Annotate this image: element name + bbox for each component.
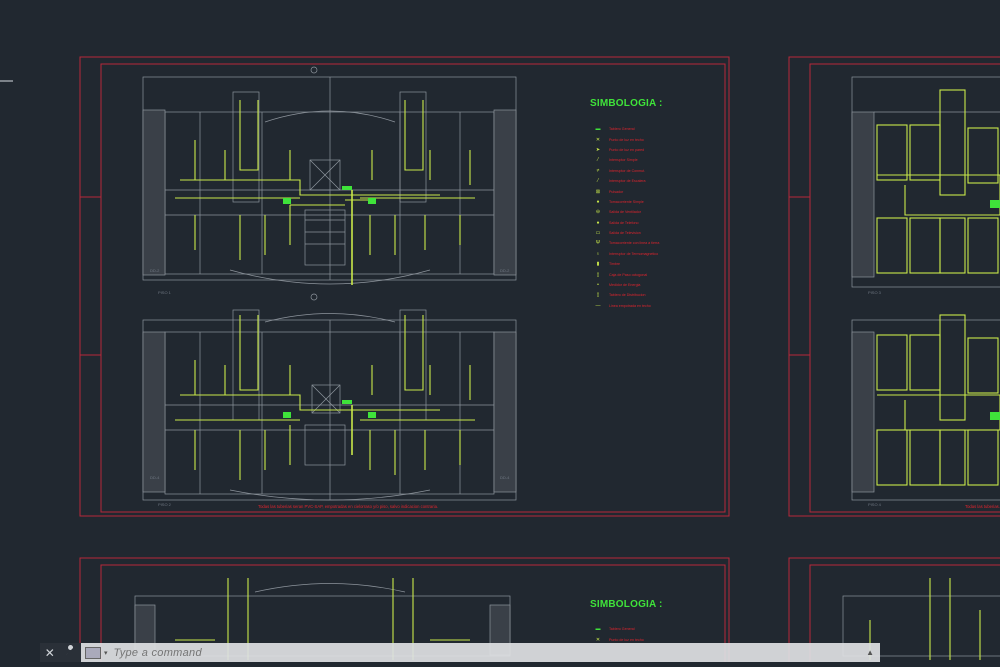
legend-item: ●Tomacorriente Simple bbox=[593, 197, 659, 207]
wiring-3 bbox=[876, 89, 1000, 486]
meter-icon: • bbox=[597, 282, 599, 289]
room-tag: DD-4 bbox=[150, 475, 160, 480]
command-line-tools: ✕ bbox=[40, 643, 81, 662]
legend-item: ▯Tablero de Distribucion bbox=[593, 290, 659, 300]
fan-outlet-icon: ⊖ bbox=[595, 209, 601, 216]
legend-list: ▬Tablero General ✕Punto de luz en techo … bbox=[593, 124, 660, 311]
switch-icon: ⁄ bbox=[597, 157, 599, 164]
legend-title: SIMBOLOGIA : bbox=[590, 98, 663, 109]
switch-double-icon: ≠ bbox=[596, 167, 600, 174]
legend-list: ▬Tablero General ✕Punto de luz en techo bbox=[593, 624, 644, 645]
room-tag: DD-2 bbox=[500, 268, 510, 273]
legend-item: ▬Tablero General bbox=[593, 124, 659, 134]
command-line: ✕ ▾ ▲ bbox=[40, 643, 880, 662]
command-input[interactable] bbox=[111, 645, 816, 660]
sheet-note: Todas las tuberias... bbox=[965, 504, 1000, 509]
legend-item: ▬Tablero General bbox=[593, 624, 644, 634]
legend-item: ▭Salida de Television bbox=[593, 228, 659, 238]
plan-label: PISO 2 bbox=[158, 502, 171, 507]
junction-box-icon: ▯ bbox=[596, 271, 600, 278]
tv-outlet-icon: ▭ bbox=[595, 230, 601, 237]
ceiling-light-icon: ✕ bbox=[595, 136, 601, 143]
ceiling-line-icon: — bbox=[595, 302, 601, 309]
pushbutton-icon: ⊠ bbox=[595, 188, 601, 195]
panel-icon: ▬ bbox=[595, 626, 601, 633]
wrench-icon[interactable] bbox=[64, 645, 76, 660]
legend-item: ⁄Interruptor de Escalera bbox=[593, 176, 659, 186]
legend-item: •Medidor de Energia bbox=[593, 280, 659, 290]
legend-item: ●Salida de Telefono bbox=[593, 218, 659, 228]
plan-label: PISO 1 bbox=[158, 290, 171, 295]
command-input-wrapper: ▾ ▲ bbox=[81, 643, 880, 662]
legend-title: SIMBOLOGIA : bbox=[590, 599, 663, 610]
room-tag: DD-2 bbox=[150, 268, 160, 273]
command-history-icon[interactable] bbox=[85, 646, 101, 659]
wiring-1 bbox=[175, 100, 475, 285]
legend-item: ▮Timbre bbox=[593, 259, 659, 269]
floor-plan-2 bbox=[142, 309, 517, 501]
close-icon[interactable]: ✕ bbox=[44, 645, 55, 660]
floor-plan-1 bbox=[142, 66, 517, 301]
panel-icon: ▬ bbox=[595, 126, 601, 133]
bell-icon: ▮ bbox=[596, 261, 600, 268]
legend-item: —Linea empotrada en techo bbox=[593, 301, 659, 311]
legend-item: ⊠Pulsador bbox=[593, 186, 659, 196]
distribution-board-icon: ▯ bbox=[596, 292, 600, 299]
wall-light-icon: ➤ bbox=[595, 146, 601, 153]
plan-label: PISO 3 bbox=[868, 290, 881, 295]
legend-item: ≠Interruptor de Conmut. bbox=[593, 166, 659, 176]
room-tag: DD-4 bbox=[500, 475, 510, 480]
legend-item: ⊖Salida de Ventilador bbox=[593, 207, 659, 217]
switch-stair-icon: ⁄ bbox=[597, 178, 599, 185]
chevron-up-icon[interactable]: ▲ bbox=[866, 648, 874, 657]
sheet-note: Todas las tuberias seran PVC-SAP, empotr… bbox=[258, 504, 439, 509]
chevron-down-icon[interactable]: ▾ bbox=[104, 649, 108, 657]
floor-plan-3 bbox=[851, 76, 1000, 501]
legend-item: ✕Punto de luz en techo bbox=[593, 634, 644, 644]
legend-item: ✕Punto de luz en techo bbox=[593, 134, 659, 144]
legend-item: ⁄Interruptor Simple bbox=[593, 155, 659, 165]
wiring-2 bbox=[175, 315, 475, 480]
legend-item: ▯Caja de Paso octogonal bbox=[593, 269, 659, 279]
ceiling-light-icon: ✕ bbox=[595, 636, 601, 643]
legend-item: ➤Punto de luz en pared bbox=[593, 145, 659, 155]
breaker-icon: ♁ bbox=[596, 250, 600, 257]
plan-label: PISO 4 bbox=[868, 502, 881, 507]
outlet-icon: ● bbox=[596, 198, 600, 205]
phone-outlet-icon: ● bbox=[596, 219, 600, 226]
grounded-outlet-icon: Ψ bbox=[595, 240, 601, 247]
legend-item: ♁Interruptor de Termomagnetico bbox=[593, 249, 659, 259]
